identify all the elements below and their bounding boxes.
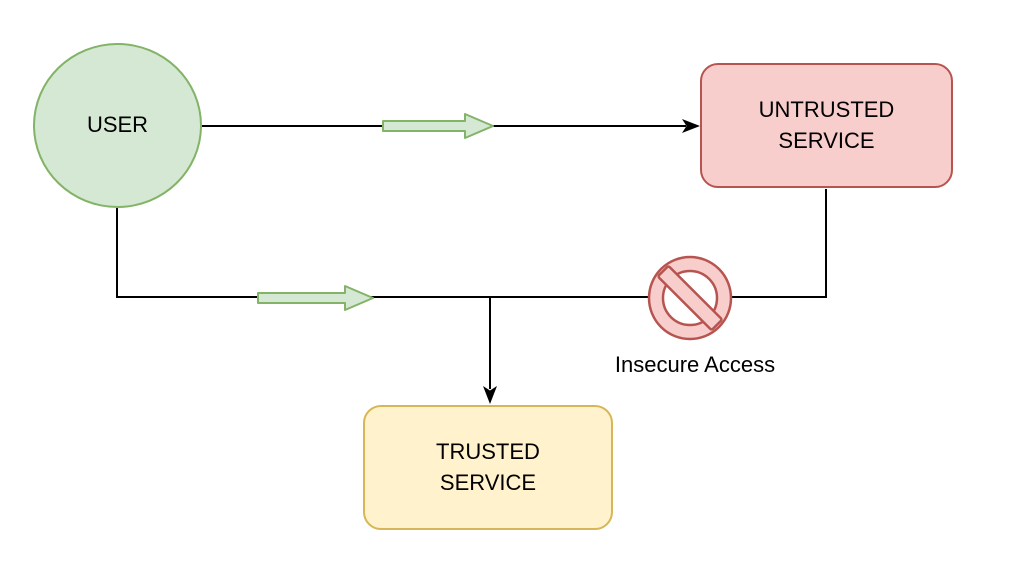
no-entry-icon bbox=[647, 255, 733, 341]
node-user: USER bbox=[33, 43, 202, 208]
arrowhead-into-trusted bbox=[483, 386, 497, 404]
flow-arrow-icon-top bbox=[382, 113, 494, 139]
edge-branch-to-trusted bbox=[483, 297, 497, 404]
node-trusted-service: TRUSTED SERVICE bbox=[363, 405, 613, 530]
node-untrusted-service: UNTRUSTED SERVICE bbox=[700, 63, 953, 188]
arrowhead-into-untrusted bbox=[682, 119, 700, 133]
node-user-label: USER bbox=[86, 112, 149, 138]
node-untrusted-service-label: UNTRUSTED SERVICE bbox=[758, 96, 895, 153]
node-trusted-service-label: TRUSTED SERVICE bbox=[436, 438, 540, 495]
flow-arrow-icon-bottom bbox=[257, 285, 374, 311]
insecure-access-label: Insecure Access bbox=[614, 352, 776, 377]
edge-bottom-path bbox=[116, 189, 827, 298]
